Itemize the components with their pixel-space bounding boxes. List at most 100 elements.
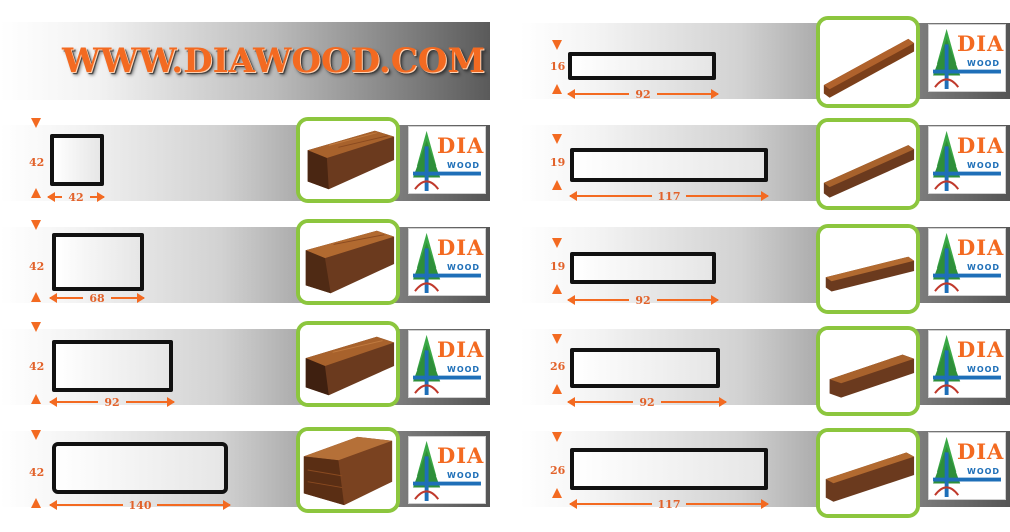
arrow-up-icon [552, 84, 562, 94]
thickness-label: 19 [550, 156, 566, 169]
width-label: 92 [104, 395, 120, 409]
thickness-label: 26 [550, 360, 566, 373]
profile-row: 19 117 DIA WOOD [520, 116, 1010, 216]
thickness-label: 16 [550, 60, 566, 73]
logo-brand-text: DIA [957, 439, 1005, 464]
timber-photo[interactable] [296, 219, 400, 305]
arrow-down-icon [552, 334, 562, 344]
timber-photo[interactable] [816, 118, 920, 210]
arrow-down-icon [552, 40, 562, 50]
dia-wood-logo[interactable]: DIA WOOD [408, 436, 486, 504]
thickness-label: 42 [29, 360, 45, 373]
width-label: 92 [635, 87, 651, 101]
width-label: 117 [657, 497, 681, 511]
profile-outline [52, 340, 173, 392]
profile-row: 19 92 DIA WOOD [520, 218, 1010, 318]
timber-photo[interactable] [296, 427, 400, 513]
width-label: 42 [68, 190, 84, 204]
width-label: 92 [635, 293, 651, 307]
website-url[interactable]: WWW.DIAWOOD.COM [62, 41, 486, 81]
width-label: 140 [128, 498, 152, 512]
thickness-label: 19 [550, 260, 566, 273]
logo-sub-text: WOOD [447, 263, 481, 272]
timber-photo[interactable] [296, 117, 400, 203]
thickness-label: 42 [29, 156, 45, 169]
profile-outline [52, 442, 228, 494]
width-dimension: 140 [49, 498, 231, 512]
profile-outline [52, 233, 144, 291]
logo-sub-text: WOOD [967, 467, 1001, 476]
arrow-down-icon [552, 432, 562, 442]
timber-photo[interactable] [816, 16, 920, 108]
dia-wood-logo[interactable]: DIA WOOD [928, 432, 1006, 500]
width-dimension: 92 [48, 395, 176, 409]
logo-brand-text: DIA [437, 337, 485, 362]
arrow-up-icon [31, 498, 41, 508]
width-label: 68 [89, 291, 105, 305]
width-label: 92 [639, 395, 655, 409]
profile-row: 42 140 DIA WOOD [0, 422, 490, 522]
profile-outline [570, 448, 768, 490]
arrow-up-icon [31, 394, 41, 404]
logo-sub-text: WOOD [447, 365, 481, 374]
logo-sub-text: WOOD [967, 365, 1001, 374]
dia-wood-logo[interactable]: DIA WOOD [408, 126, 486, 194]
arrow-down-icon [31, 430, 41, 440]
profile-row: 42 92 DIA WOOD [0, 320, 490, 420]
timber-photo[interactable] [816, 326, 920, 416]
width-dimension: 92 [566, 395, 728, 409]
width-dimension: 92 [566, 87, 720, 101]
thickness-label: 42 [29, 466, 45, 479]
profile-outline [570, 148, 768, 182]
profile-outline [570, 252, 716, 284]
logo-brand-text: DIA [957, 31, 1005, 56]
dia-wood-logo[interactable]: DIA WOOD [928, 24, 1006, 92]
profile-row: 42 68 DIA WOOD [0, 218, 490, 318]
dia-wood-logo[interactable]: DIA WOOD [408, 330, 486, 398]
header-banner [0, 22, 490, 100]
arrow-down-icon [31, 322, 41, 332]
profile-outline [570, 348, 720, 388]
arrow-down-icon [31, 118, 41, 128]
timber-photo[interactable] [816, 224, 920, 314]
logo-brand-text: DIA [437, 133, 485, 158]
logo-brand-text: DIA [957, 235, 1005, 260]
arrow-up-icon [31, 188, 41, 198]
arrow-up-icon [552, 284, 562, 294]
logo-sub-text: WOOD [447, 471, 481, 480]
logo-sub-text: WOOD [447, 161, 481, 170]
arrow-up-icon [552, 488, 562, 498]
thickness-label: 42 [29, 260, 45, 273]
arrow-up-icon [552, 180, 562, 190]
profile-outline [50, 134, 104, 186]
arrow-down-icon [552, 238, 562, 248]
timber-photo[interactable] [296, 321, 400, 407]
dia-wood-logo[interactable]: DIA WOOD [928, 228, 1006, 296]
logo-brand-text: DIA [957, 337, 1005, 362]
width-dimension: 92 [566, 293, 720, 307]
timber-photo[interactable] [816, 428, 920, 518]
profile-row: 16 92 DIA WOOD [520, 14, 1010, 114]
dia-wood-logo[interactable]: DIA WOOD [408, 228, 486, 296]
logo-brand-text: DIA [957, 133, 1005, 158]
profile-row: 26 92 DIA WOOD [520, 320, 1010, 420]
profile-outline [568, 52, 716, 80]
arrow-down-icon [552, 134, 562, 144]
thickness-label: 26 [550, 464, 566, 477]
dia-wood-logo[interactable]: DIA WOOD [928, 126, 1006, 194]
arrow-up-icon [552, 384, 562, 394]
width-dimension: 42 [46, 190, 106, 204]
arrow-down-icon [31, 220, 41, 230]
logo-sub-text: WOOD [967, 161, 1001, 170]
width-label: 117 [657, 189, 681, 203]
profile-row: 42 42 DIA WOOD [0, 116, 490, 216]
logo-brand-text: DIA [437, 443, 485, 468]
width-dimension: 68 [48, 291, 146, 305]
logo-brand-text: DIA [437, 235, 485, 260]
width-dimension: 117 [569, 189, 769, 203]
width-dimension: 117 [569, 497, 769, 511]
profile-row: 26 117 DIA WOOD [520, 422, 1010, 522]
logo-sub-text: WOOD [967, 263, 1001, 272]
dia-wood-logo[interactable]: DIA WOOD [928, 330, 1006, 398]
logo-sub-text: WOOD [967, 59, 1001, 68]
